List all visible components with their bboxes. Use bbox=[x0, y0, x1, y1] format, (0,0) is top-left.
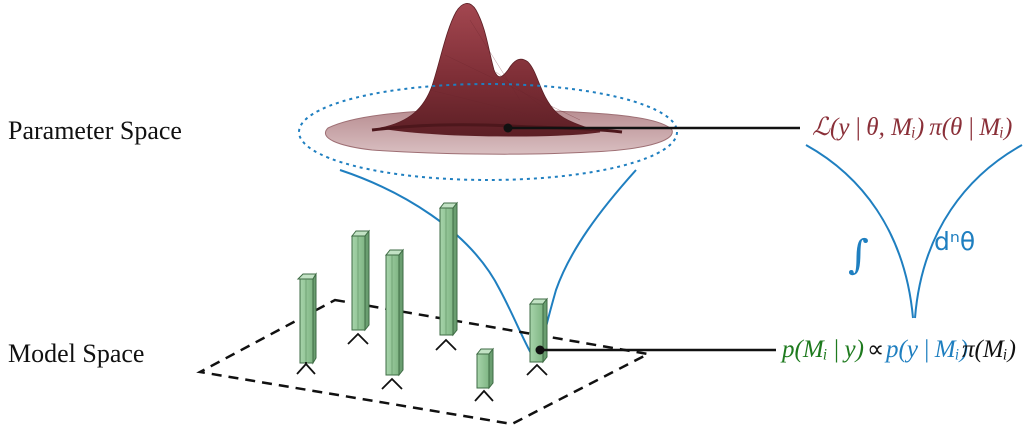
model-pointer-dot-icon bbox=[535, 345, 545, 355]
posterior-lhs: p(Mᵢ | y) bbox=[780, 336, 864, 363]
likelihood-prior-equation: ℒ(y | θ, Mᵢ) π(θ | Mᵢ) bbox=[812, 114, 1012, 141]
funnel-curve-right bbox=[537, 169, 637, 363]
integration-arc-left bbox=[805, 144, 914, 319]
model-bar-selected bbox=[526, 297, 549, 376]
measure-dn-theta: dⁿθ bbox=[934, 227, 975, 256]
parameter-pointer-dot-icon bbox=[503, 123, 513, 133]
model-space-plane bbox=[196, 298, 652, 426]
model-bar bbox=[435, 201, 459, 351]
model-bars bbox=[296, 201, 549, 402]
model-bar bbox=[474, 347, 495, 402]
evidence-term: p(y | Mᵢ) bbox=[884, 336, 968, 363]
model-bar bbox=[347, 229, 371, 345]
parameter-space-label: Parameter Space bbox=[8, 116, 182, 145]
surface-mesh bbox=[429, 19, 601, 133]
posterior-surface bbox=[325, 3, 673, 155]
funnel-curve-left bbox=[339, 169, 537, 363]
parameter-space-ellipse bbox=[298, 83, 678, 181]
integration-arc-right bbox=[914, 144, 1023, 319]
posterior-equation: p(Mᵢ | y) bbox=[780, 336, 864, 363]
integral-symbol: ∫ bbox=[848, 232, 869, 278]
proportional-symbol: ∝ bbox=[867, 335, 884, 363]
model-bar bbox=[381, 248, 405, 390]
model-prior-term: π(Mᵢ) bbox=[962, 336, 1016, 363]
model-space-label: Model Space bbox=[8, 339, 144, 368]
model-bar bbox=[296, 272, 317, 375]
